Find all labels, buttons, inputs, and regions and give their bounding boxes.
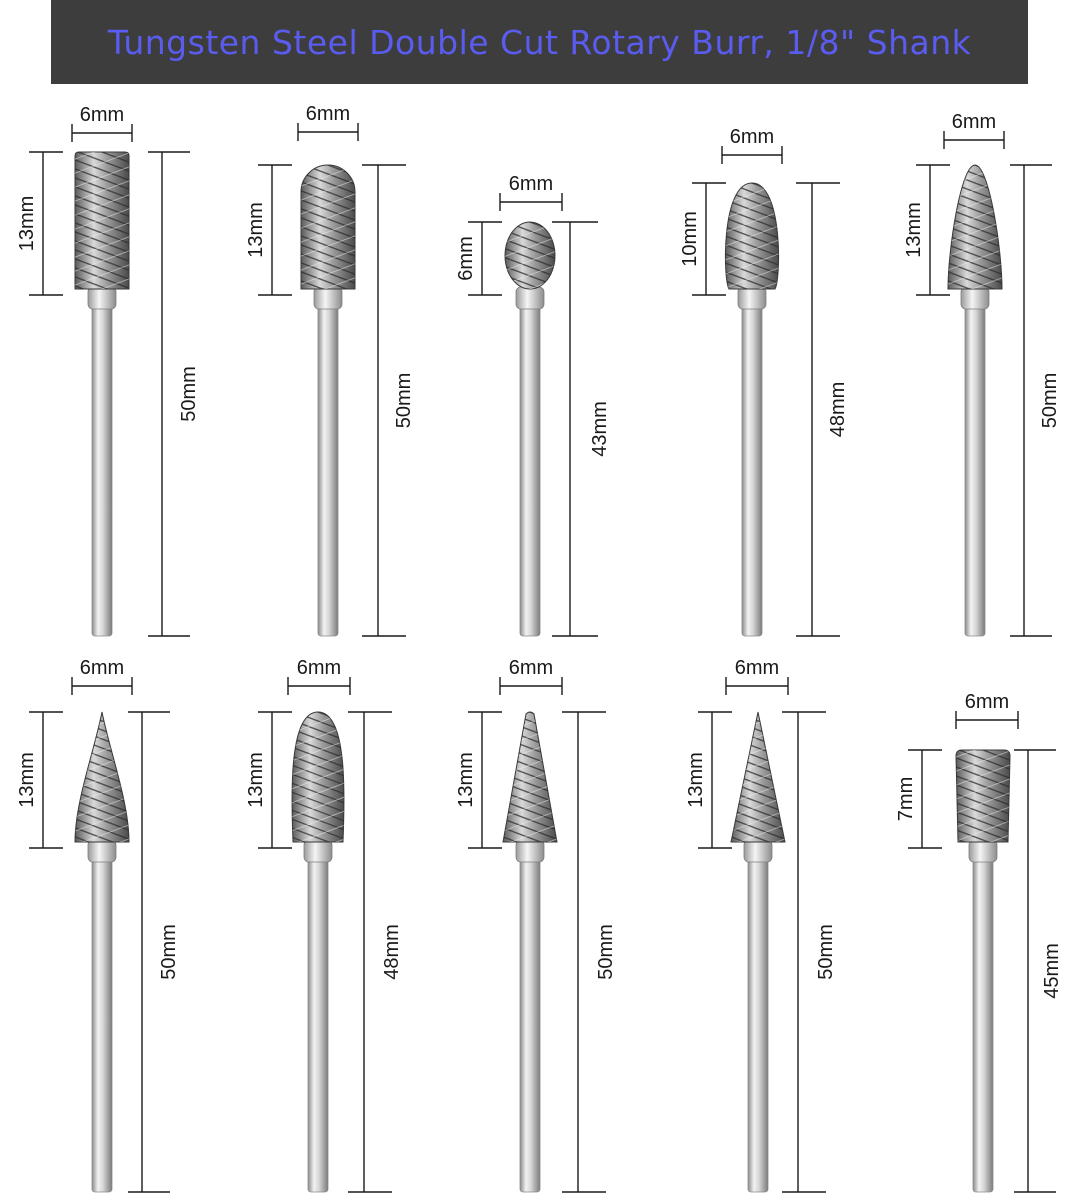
width-label: 6mm <box>80 104 124 126</box>
cutter-head <box>730 711 786 843</box>
dimension-lines: 6mm 13mm 50mm <box>16 104 200 637</box>
total-length-label: 50mm <box>1039 373 1061 429</box>
total-length-label: 43mm <box>589 401 611 457</box>
title-bar: Tungsten Steel Double Cut Rotary Burr, 1… <box>51 0 1028 84</box>
page-title: Tungsten Steel Double Cut Rotary Burr, 1… <box>107 22 972 62</box>
width-label: 6mm <box>952 111 996 133</box>
shank <box>91 853 113 1193</box>
collar <box>313 286 343 310</box>
width-label: 6mm <box>965 691 1009 713</box>
burr-group: 6mm 7mm 45mm <box>895 691 1063 1193</box>
burr-group: 6mm 13mm 50mm <box>455 657 617 1193</box>
head-length-label: 13mm <box>245 202 267 258</box>
head-length-label: 7mm <box>895 777 917 821</box>
flute-pattern <box>725 183 779 289</box>
burr-group: 6mm 10mm 48mm <box>679 126 849 637</box>
shank <box>307 853 329 1193</box>
total-length-label: 50mm <box>393 373 415 429</box>
shank <box>519 853 541 1193</box>
shank <box>964 300 986 637</box>
burr-group: 6mm 13mm 50mm <box>16 657 180 1193</box>
dimension-lines: 6mm 13mm 50mm <box>245 103 415 637</box>
collar <box>87 839 117 863</box>
flute-pattern <box>291 712 345 842</box>
flute-pattern <box>75 152 129 289</box>
collar <box>87 286 117 310</box>
total-length-label: 48mm <box>827 382 849 438</box>
head-length-label: 13mm <box>903 202 925 258</box>
collar <box>743 839 773 863</box>
shank <box>91 300 113 637</box>
head-length-label: 13mm <box>685 752 707 808</box>
total-length-label: 48mm <box>381 924 403 980</box>
head-length-label: 13mm <box>16 752 38 808</box>
collar <box>737 286 767 310</box>
collar <box>515 839 545 863</box>
collar <box>303 839 333 863</box>
width-label: 6mm <box>509 657 553 679</box>
collar <box>968 839 998 863</box>
width-label: 6mm <box>80 657 124 679</box>
head-length-label: 6mm <box>455 236 477 280</box>
collar <box>960 286 990 310</box>
burr-group: 6mm 13mm 48mm <box>245 657 403 1193</box>
total-length-label: 50mm <box>158 924 180 980</box>
total-length-label: 50mm <box>815 924 837 980</box>
dimension-lines: 6mm 13mm 50mm <box>455 657 617 1193</box>
burr-group: 6mm 13mm 50mm <box>245 103 415 637</box>
burr-group: 6mm 6mm 43mm <box>455 173 611 637</box>
head-length-label: 13mm <box>245 752 267 808</box>
cutter-head <box>74 711 130 843</box>
dimension-lines: 6mm 7mm 45mm <box>895 691 1063 1193</box>
burr-group: 6mm 13mm 50mm <box>685 657 837 1193</box>
width-label: 6mm <box>735 657 779 679</box>
dimension-lines: 6mm 13mm 50mm <box>685 657 837 1193</box>
shank <box>972 853 994 1193</box>
dimension-lines: 6mm 13mm 50mm <box>16 657 180 1193</box>
flute-pattern <box>505 222 555 290</box>
width-label: 6mm <box>730 126 774 148</box>
head-length-label: 13mm <box>455 752 477 808</box>
dimension-lines: 6mm 13mm 50mm <box>903 111 1061 637</box>
shank <box>741 300 763 637</box>
shank <box>317 300 339 637</box>
width-label: 6mm <box>306 103 350 125</box>
width-label: 6mm <box>509 173 553 195</box>
total-length-label: 45mm <box>1041 943 1063 999</box>
dimension-lines: 6mm 13mm 48mm <box>245 657 403 1193</box>
width-label: 6mm <box>297 657 341 679</box>
dimension-lines: 6mm 10mm 48mm <box>679 126 849 637</box>
burr-group: 6mm 13mm 50mm <box>903 111 1061 637</box>
total-length-label: 50mm <box>178 366 200 422</box>
head-length-label: 10mm <box>679 211 701 267</box>
head-length-label: 13mm <box>16 196 38 252</box>
dimension-lines: 6mm 6mm 43mm <box>455 173 611 637</box>
burr-group: 6mm 13mm 50mm <box>16 104 200 637</box>
shank <box>747 853 769 1193</box>
shank <box>519 300 541 637</box>
collar <box>515 286 545 310</box>
total-length-label: 50mm <box>595 924 617 980</box>
